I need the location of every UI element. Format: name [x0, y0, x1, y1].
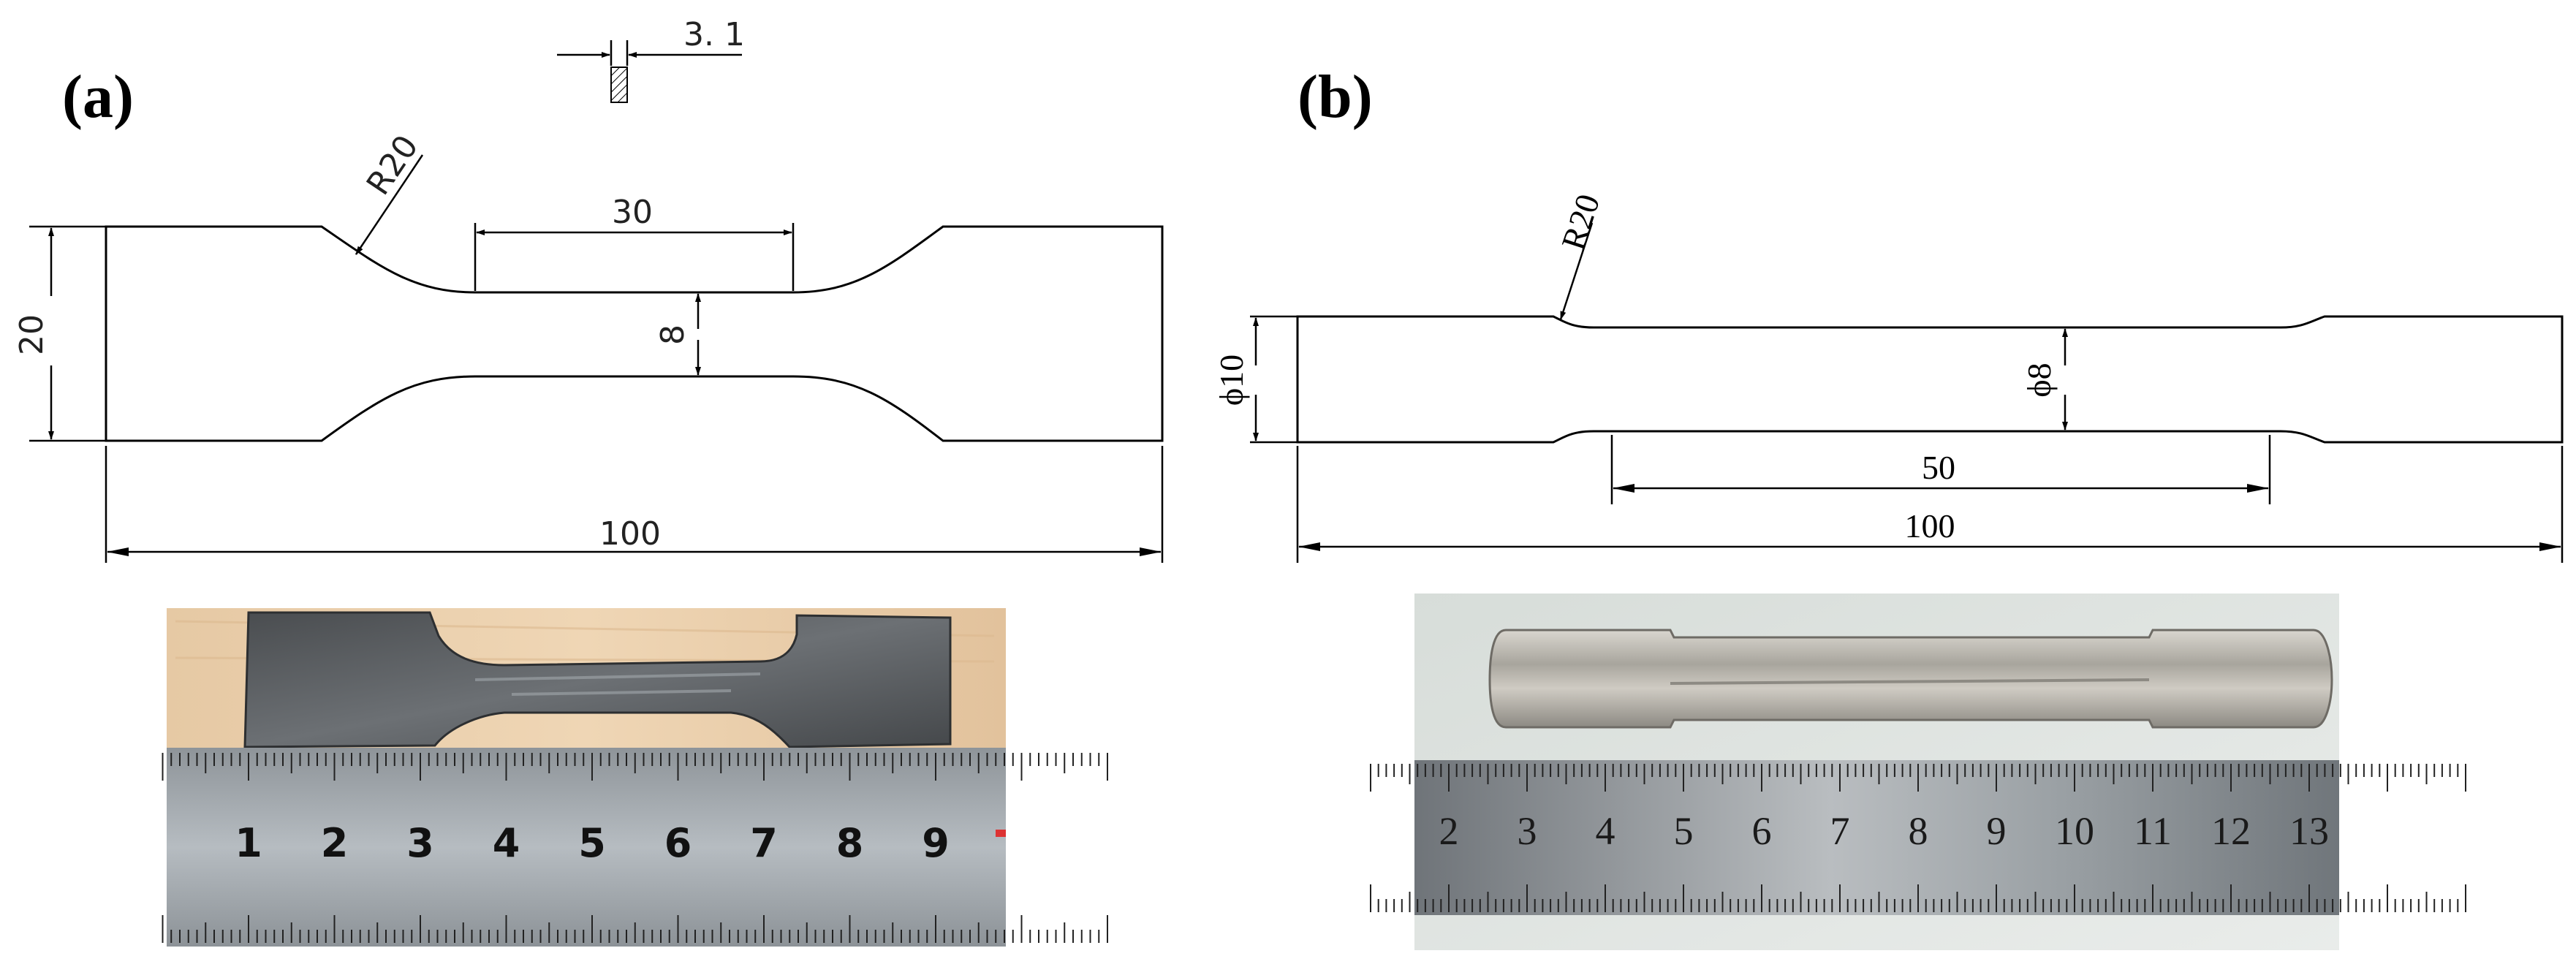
- total-length-label: 100: [599, 515, 661, 553]
- gauge-width-label: 8: [654, 325, 692, 345]
- ruler-number: 12: [2211, 809, 2251, 853]
- panel-b: (b) ϕ10 ϕ8 R20 50 100: [1213, 63, 2564, 950]
- grip-width-label: 20: [13, 314, 50, 355]
- gauge-length-label: 50: [1922, 449, 1955, 486]
- ruler-number: 6: [1752, 809, 1772, 853]
- photo-a: 1 2 3 4 5 6 7 8 9: [162, 608, 1108, 947]
- ruler-number: 4: [493, 820, 520, 866]
- ruler-number: 2: [321, 820, 349, 866]
- panel-b-label: (b): [1298, 63, 1373, 131]
- ruler-number: 1: [235, 820, 262, 866]
- gauge-length-label: 30: [612, 194, 653, 231]
- ruler-number: 7: [750, 820, 778, 866]
- ruler-a: [167, 748, 1006, 947]
- ruler-number: 5: [1674, 809, 1694, 853]
- ruler-number: 9: [922, 820, 950, 866]
- grip-diameter-label: ϕ10: [1213, 354, 1250, 406]
- ruler-a-numbers: 1 2 3 4 5 6 7 8 9: [235, 820, 950, 866]
- panel-a-label: (a): [62, 63, 134, 131]
- cross-section-hatch: [610, 67, 628, 103]
- ruler-number: 8: [1909, 809, 1928, 853]
- ruler-number: 9: [1987, 809, 2007, 853]
- radius-label: R20: [1554, 189, 1607, 254]
- radius-leader: [355, 154, 424, 255]
- ruler-number: 2: [1439, 809, 1459, 853]
- ruler-number: 13: [2289, 809, 2329, 853]
- panel-a: (a) 3. 1 20 30 8 R20: [13, 16, 1164, 947]
- ruler-number: 8: [836, 820, 864, 866]
- ruler-a-ticks: [162, 753, 1108, 943]
- gauge-diameter-label: ϕ8: [2020, 363, 2058, 397]
- ruler-number: 3: [406, 820, 434, 866]
- ruler-number: 5: [578, 820, 606, 866]
- total-length-label: 100: [1905, 507, 1955, 545]
- round-specimen-photo: [1488, 629, 2333, 729]
- ruler-number: 11: [2134, 809, 2172, 853]
- flat-specimen-photo: [243, 611, 952, 748]
- ruler-mark: [996, 830, 1006, 837]
- ruler-b: [1414, 760, 2339, 915]
- ruler-number: 7: [1830, 809, 1850, 853]
- ruler-b-numbers: 2 3 4 5 6 7 8 9 10 11 12 13: [1439, 809, 2330, 853]
- photo-b: 2 3 4 5 6 7 8 9 10 11 12 13: [1370, 594, 2466, 950]
- ruler-number: 6: [664, 820, 692, 866]
- thickness-section: 3. 1: [557, 16, 745, 103]
- radius-leader: [1559, 222, 1594, 320]
- ruler-b-ticks: [1370, 764, 2466, 912]
- ruler-number: 4: [1596, 809, 1615, 853]
- specimen-highlight: [1670, 678, 2150, 685]
- ruler-number: 10: [2055, 809, 2094, 853]
- flat-specimen-outline: [105, 225, 1164, 442]
- ruler-number: 3: [1518, 809, 1537, 853]
- specimen-scratches: [474, 672, 761, 696]
- round-specimen-outline: [1296, 315, 2564, 444]
- thickness-label: 3. 1: [683, 16, 745, 53]
